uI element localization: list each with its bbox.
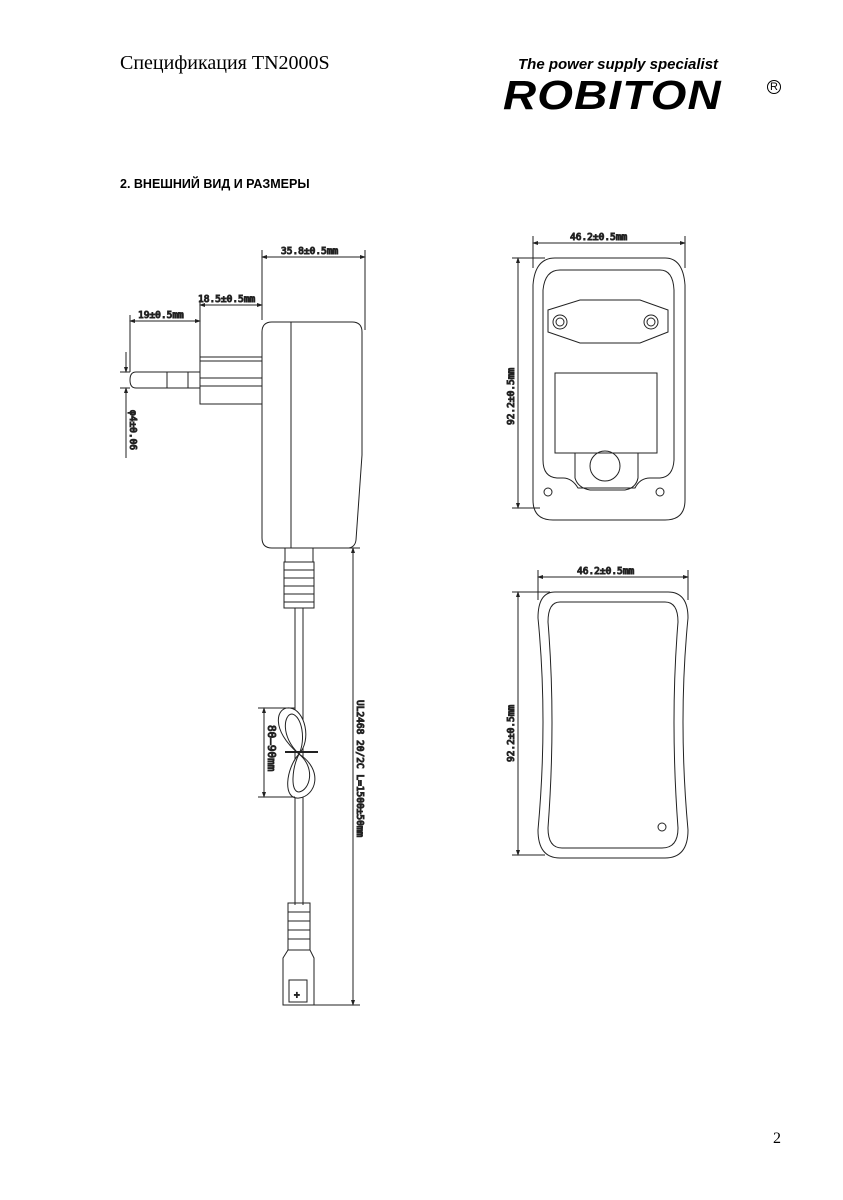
strain-relief: [283, 561, 315, 609]
pin: [129, 371, 201, 389]
front-height-dim: 92.2±0.5mm: [506, 368, 517, 425]
page-number: 2: [773, 1130, 781, 1147]
body-depth-dim: 35.8±0.5mm: [281, 246, 338, 257]
back-width-dim: 46.2±0.5mm: [577, 566, 634, 577]
adapter-body: [261, 321, 363, 549]
plug-polarity: +: [294, 990, 300, 1001]
side-view: 35.8±0.5mm 18.5±0.5mm 19±0.5mm φ4±0.06 8…: [120, 246, 366, 1006]
back-height-dim: 92.2±0.5mm: [506, 705, 517, 762]
robiton-logo: ROBITON: [503, 72, 722, 118]
coil-length-dim: 80–90mm: [265, 725, 278, 772]
pin-length-dim: 19±0.5mm: [138, 310, 184, 321]
logo-tagline: The power supply specialist: [518, 56, 719, 73]
back-view: 46.2±0.5mm 92.2±0.5mm: [506, 566, 689, 859]
pin-diameter-dim: φ4±0.06: [127, 410, 138, 450]
registered-mark: R: [767, 80, 781, 94]
front-width-dim: 46.2±0.5mm: [570, 232, 627, 243]
section-heading: 2. ВНЕШНИЙ ВИД И РАЗМЕРЫ: [120, 177, 310, 191]
cable-coil: [277, 707, 318, 799]
front-view: 46.2±0.5mm 92.2±0.5mm: [506, 232, 686, 521]
prong-base-dim: 18.5±0.5mm: [198, 294, 255, 305]
prong-base: [199, 356, 263, 405]
document-title: Спецификация TN2000S: [120, 52, 330, 74]
cable-spec: UL2468 20/2C L=1500±50mm: [354, 700, 365, 838]
